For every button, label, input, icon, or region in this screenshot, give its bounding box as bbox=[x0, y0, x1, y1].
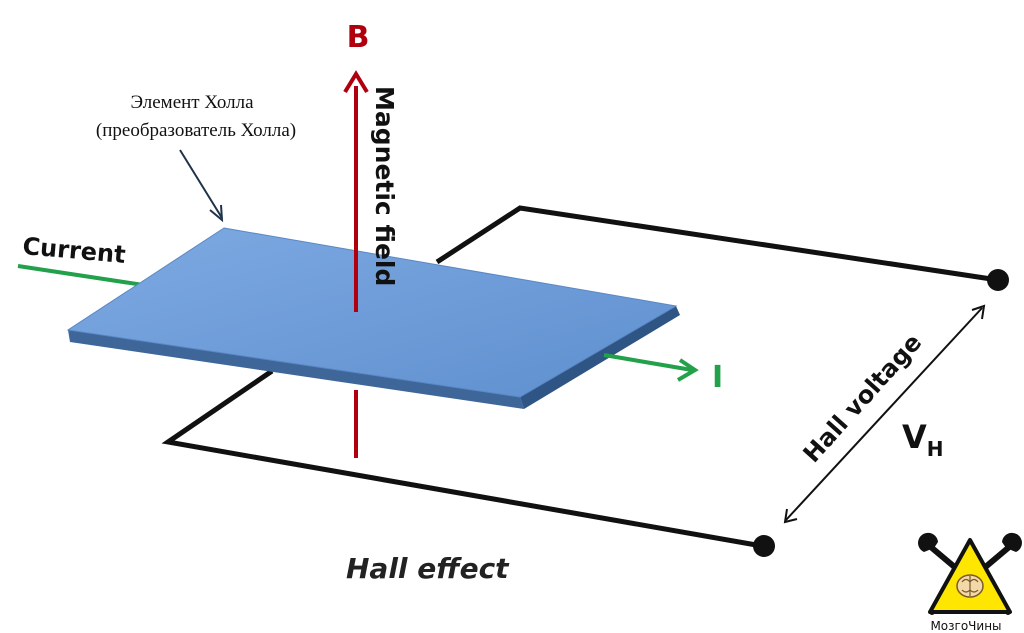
hall-plate-side bbox=[520, 306, 680, 409]
hall-plate-edge bbox=[68, 330, 524, 409]
element-pointer-arrow bbox=[179, 149, 223, 219]
element-label-line2: (преобразователь Холла) bbox=[96, 120, 296, 141]
hall-voltage-arrowhead-top bbox=[971, 304, 986, 320]
current-arrowhead bbox=[676, 358, 699, 382]
vh-main: V bbox=[902, 418, 927, 456]
element-pointer-arrowhead bbox=[209, 204, 224, 223]
magnetic-field-arrowhead bbox=[343, 70, 369, 94]
magnetic-field-label: Magnetic field bbox=[370, 86, 399, 286]
current-label: Current bbox=[21, 232, 126, 269]
caption: Hall effect bbox=[346, 552, 510, 585]
vh-subscript: H bbox=[927, 437, 944, 461]
logo-text: МозгоЧины bbox=[930, 619, 1001, 633]
element-label-line1: Элемент Холла bbox=[130, 92, 254, 113]
hall-voltage-arrow bbox=[785, 307, 983, 521]
vh-label: VH bbox=[902, 418, 944, 461]
b-field-label: B bbox=[347, 20, 370, 55]
terminal-dot-top bbox=[987, 269, 1009, 291]
terminal-dot-bottom bbox=[753, 535, 775, 557]
logo: МозгоЧины bbox=[918, 532, 1022, 633]
current-symbol-label: I bbox=[712, 360, 723, 395]
hall-circuit-upper-wire bbox=[435, 205, 999, 283]
hall-circuit-lower-wire bbox=[161, 368, 763, 549]
hall-voltage-arrowhead-bottom bbox=[783, 508, 798, 524]
current-line-out bbox=[603, 353, 693, 372]
wrench-triangle-brain-icon bbox=[918, 532, 1022, 615]
current-line-in bbox=[17, 264, 151, 288]
hall-plate bbox=[66, 227, 678, 398]
